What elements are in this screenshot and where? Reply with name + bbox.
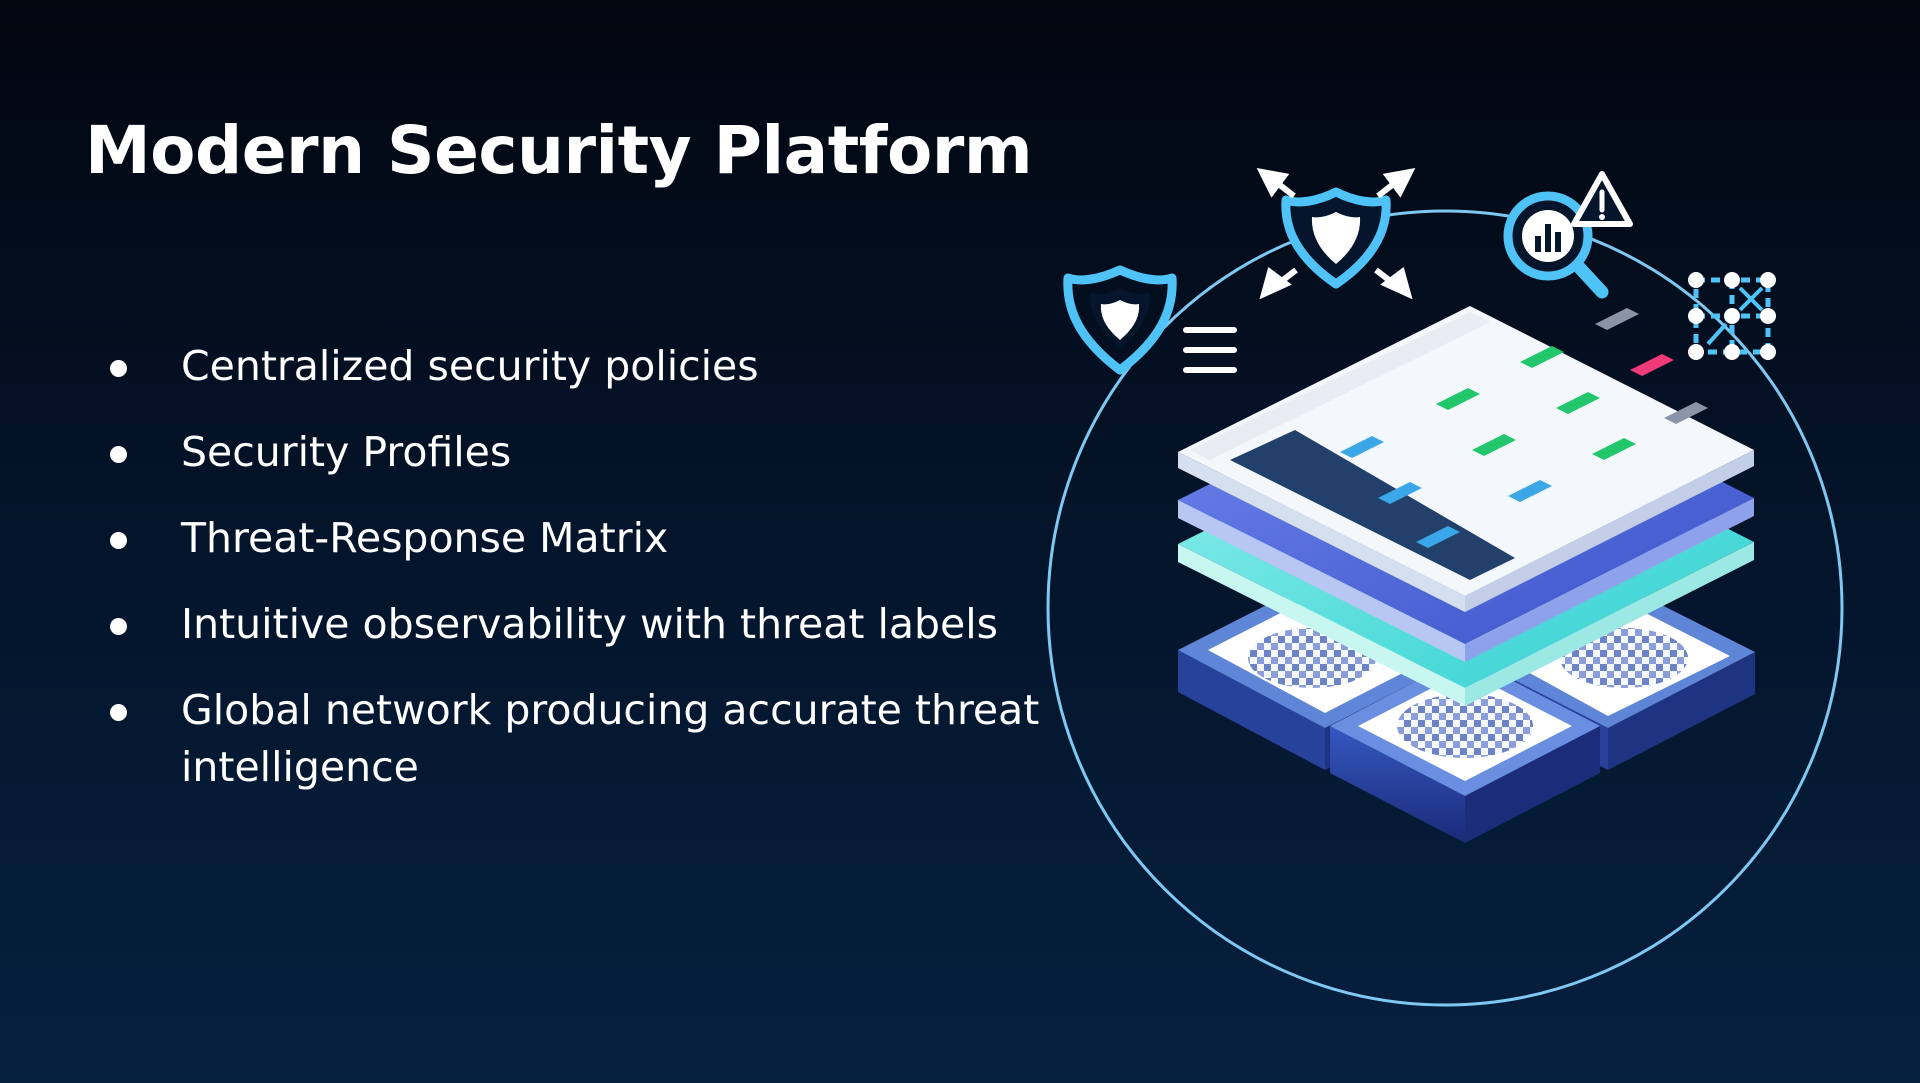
slide-title: Modern Security Platform (85, 112, 1033, 189)
network-grid-icon (1688, 272, 1776, 360)
bullet-text: Centralized security policies (181, 342, 759, 390)
dashboard-layer (1178, 306, 1754, 612)
base-block-front (1330, 656, 1600, 843)
menu-lines-icon (1183, 327, 1237, 373)
bullet-list: Centralized security policies Security P… (110, 338, 1040, 825)
bullet-text: Intuitive observability with threat labe… (181, 600, 999, 648)
base-block-right (1485, 590, 1755, 770)
bullet-item: Centralized security policies (110, 338, 1040, 395)
bullet-dot (110, 618, 127, 635)
shield-icon (1063, 265, 1177, 375)
security-platform-illustration (1046, 167, 1844, 1007)
bullet-dot (110, 704, 127, 721)
bullet-dot (110, 360, 127, 377)
bullet-item: Global network producing accurate threat… (110, 682, 1040, 796)
bullet-text: Threat-Response Matrix (181, 514, 669, 562)
shield-arrows-icon (1256, 167, 1416, 300)
bullet-item: Security Profiles (110, 424, 1040, 481)
bullet-text: Global network producing accurate threat… (181, 686, 1040, 791)
bullet-dot (110, 532, 127, 549)
bullet-text: Security Profiles (181, 428, 512, 476)
bullet-item: Threat-Response Matrix (110, 510, 1040, 567)
bullet-item: Intuitive observability with threat labe… (110, 596, 1040, 653)
bullet-dot (110, 446, 127, 463)
warning-triangle-icon (1571, 171, 1633, 227)
magnifier-chart-icon (1503, 191, 1609, 299)
dashboard-rows (1340, 308, 1708, 548)
outer-ring (1046, 209, 1844, 1007)
dashboard-sidebar (1230, 430, 1515, 580)
